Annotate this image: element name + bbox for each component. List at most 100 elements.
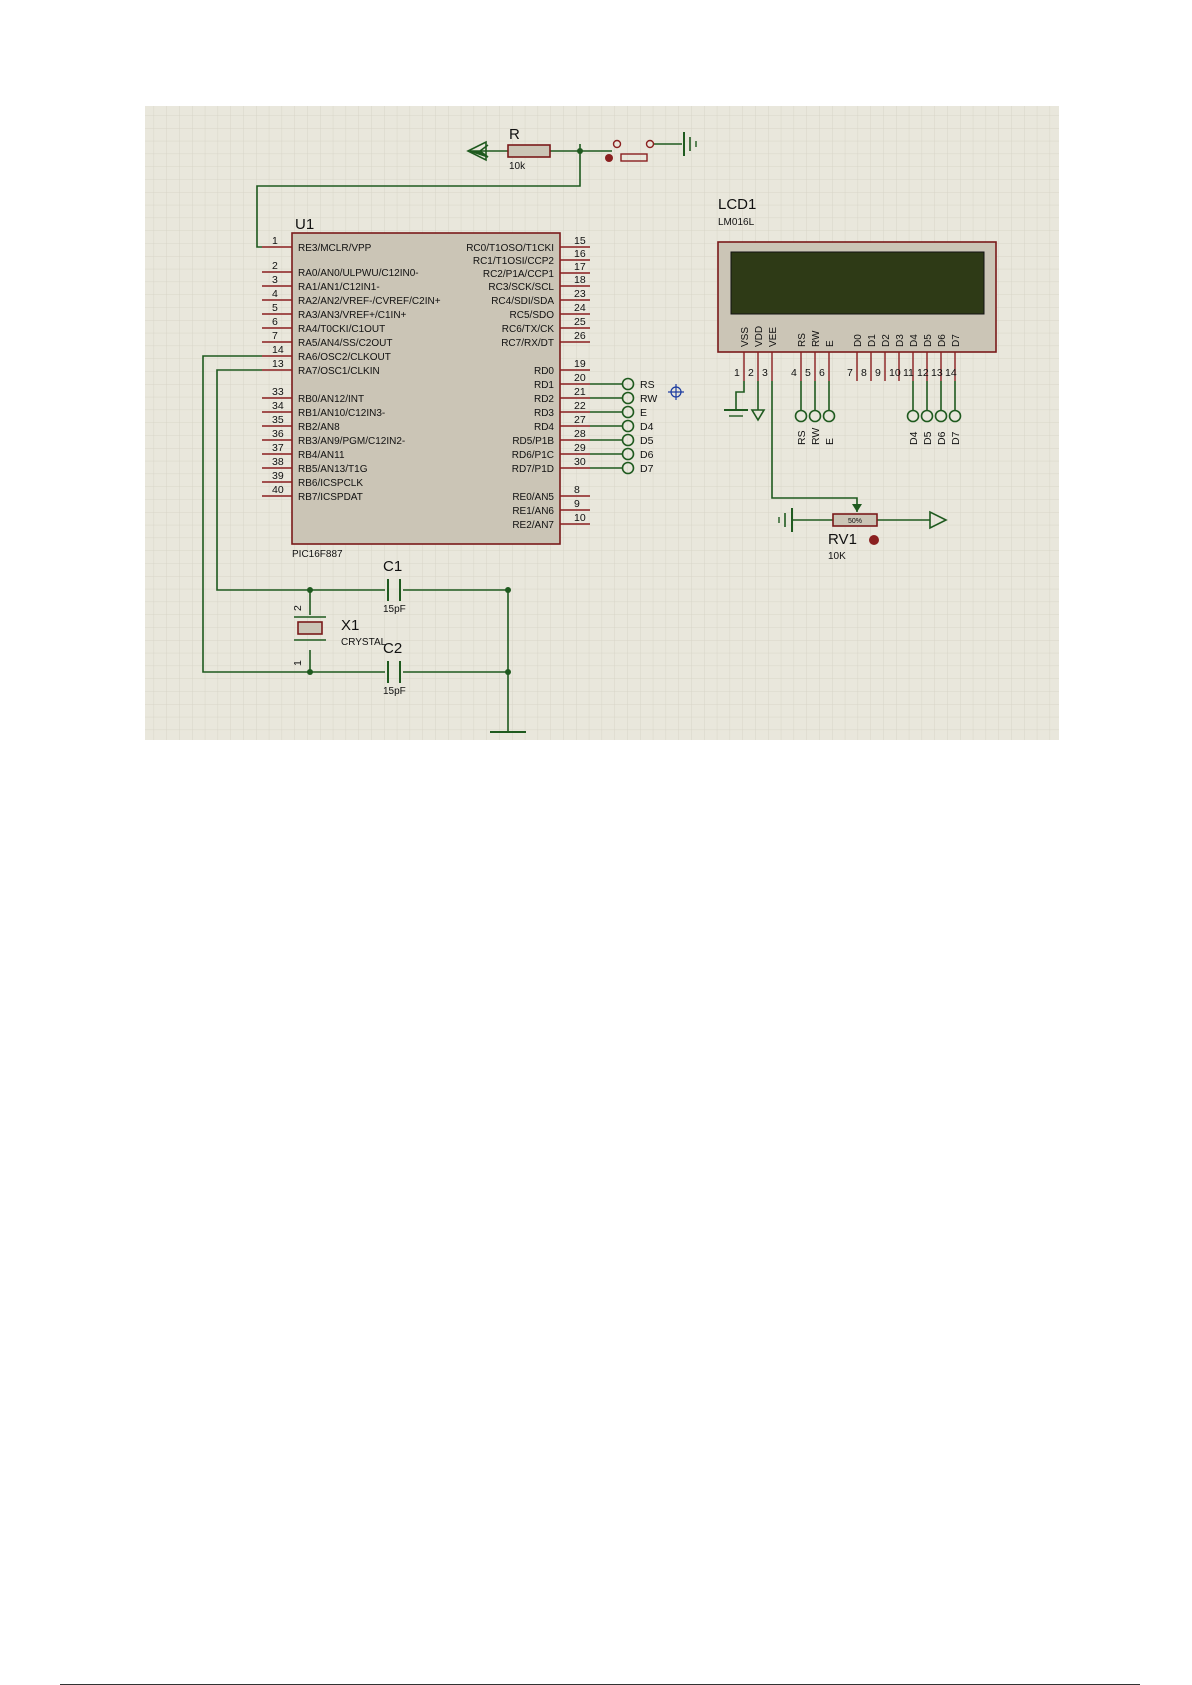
mcu-part: PIC16F887 xyxy=(292,549,343,560)
lcd-pin-label: VSS xyxy=(740,327,751,347)
lcd-pin-number: 7 xyxy=(847,367,853,379)
lcd-ref: LCD1 xyxy=(718,196,756,213)
button-actuator xyxy=(620,153,648,162)
mcu-pin-label: RB4/AN11 xyxy=(298,450,345,461)
mcu-pin-number: 36 xyxy=(272,428,284,440)
mcu-terminal-label: RS xyxy=(640,379,655,391)
lcd-terminal-label: E xyxy=(824,438,836,445)
mcu-pin-label: RE0/AN5 xyxy=(512,492,554,503)
mcu-pin-label: RB6/ICSPCLK xyxy=(298,478,363,489)
x1-ref: X1 xyxy=(341,617,359,634)
mcu-pin-number: 34 xyxy=(272,400,284,412)
mcu-terminal-d5 xyxy=(621,433,635,447)
lcd-pin-label: VEE xyxy=(768,327,779,347)
mcu-pin-number: 20 xyxy=(574,372,586,384)
lcd-terminal-label: RW xyxy=(810,428,822,445)
vdd-arrow xyxy=(750,409,766,422)
mcu-terminal-label: D5 xyxy=(640,435,654,447)
mcu-pin-number: 23 xyxy=(574,288,586,300)
mcu-pin-label: RC4/SDI/SDA xyxy=(491,296,554,307)
resistor-body xyxy=(507,144,551,158)
mcu-pin-label: RC6/TX/CK xyxy=(502,324,555,335)
junction-dot xyxy=(505,669,511,675)
mcu-terminal-d6 xyxy=(621,447,635,461)
mcu-pin-label: RC5/SDO xyxy=(510,310,555,321)
mcu-pin-label: RB0/AN12/INT xyxy=(298,394,364,405)
pot-wiper-value: 50% xyxy=(848,518,862,525)
c1-value: 15pF xyxy=(383,604,406,615)
mcu-pin-label: RB1/AN10/C12IN3- xyxy=(298,408,385,419)
lcd-pin-number: 5 xyxy=(805,367,811,379)
lcd-pin-label: D7 xyxy=(951,334,962,347)
mcu-pin-label: RE1/AN6 xyxy=(512,506,554,517)
mcu-terminal-label: D4 xyxy=(640,421,654,433)
mcu-pin-number: 15 xyxy=(574,235,586,247)
lcd-terminal-d7 xyxy=(948,409,962,423)
osc2-wire xyxy=(202,355,310,673)
x1-pin-bottom: 1 xyxy=(292,660,304,666)
mcu-pin-label: RD2 xyxy=(534,394,554,405)
mcu-terminal-d7 xyxy=(621,461,635,475)
lcd-pin-label: D0 xyxy=(853,334,864,347)
lcd-terminal-d4 xyxy=(906,409,920,423)
lcd-terminal-rs xyxy=(794,409,808,423)
resistor-value: 10k xyxy=(509,161,526,172)
mcu-pin-label: RE3/MCLR/VPP xyxy=(298,243,372,254)
mcu-pin-number: 38 xyxy=(272,456,284,468)
mcu-pin-number: 16 xyxy=(574,248,586,260)
mcu-pin-number: 22 xyxy=(574,400,586,412)
mcu-pin-label: RA4/T0CKI/C1OUT xyxy=(298,324,385,335)
mcu-pin-number: 4 xyxy=(272,288,278,300)
mcu-pin-label: RB2/AN8 xyxy=(298,422,340,433)
mcu-pin-number: 26 xyxy=(574,330,586,342)
junction-dot xyxy=(505,587,511,593)
mcu-pin-label: RC2/P1A/CCP1 xyxy=(483,269,555,280)
lcd-pin-label: D1 xyxy=(867,334,878,347)
lcd-pin-number: 1 xyxy=(734,367,740,379)
mcu-pin-label: RA6/OSC2/CLKOUT xyxy=(298,352,391,363)
lcd-terminal-rw xyxy=(808,409,822,423)
mcu-terminal-label: E xyxy=(640,407,647,419)
mcu-pin-number: 21 xyxy=(574,386,586,398)
mcu-pin-number: 39 xyxy=(272,470,284,482)
mcu-terminal-label: D7 xyxy=(640,463,654,475)
pot-value: 10K xyxy=(828,551,846,562)
lcd-pin-label: D2 xyxy=(881,334,892,347)
lcd-pin-number: 13 xyxy=(931,367,943,379)
lcd-pin-label: D5 xyxy=(923,334,934,347)
lcd-pin-label: D6 xyxy=(937,334,948,347)
mcu-terminal-rs xyxy=(621,377,635,391)
mcu-pin-number: 1 xyxy=(272,235,278,247)
lcd-terminal-label: D7 xyxy=(950,431,962,445)
button-contact xyxy=(645,139,655,149)
lcd-pin-number: 12 xyxy=(917,367,929,379)
parts: U1PIC16F8871RE3/MCLR/VPP2RA0/AN0/ULPWU/C… xyxy=(262,126,997,733)
wires xyxy=(202,143,956,732)
mcu-pin-number: 30 xyxy=(574,456,586,468)
lcd-pin-number: 11 xyxy=(903,367,914,379)
power-terminal xyxy=(466,140,487,162)
lcd-terminal-e xyxy=(822,409,836,423)
lcd-terminal-label: D5 xyxy=(922,431,934,445)
osc1-wire xyxy=(216,369,310,591)
mcu-pin-label: RB7/ICSPDAT xyxy=(298,492,363,503)
mcu-ref: U1 xyxy=(295,216,314,233)
x1-pin-top: 2 xyxy=(292,605,304,611)
mclr-wire xyxy=(256,144,581,248)
c1-ref: C1 xyxy=(383,558,402,575)
power-terminal xyxy=(929,510,948,530)
mcu-pin-label: RA1/AN1/C12IN1- xyxy=(298,282,380,293)
mcu-pin-number: 3 xyxy=(272,274,278,286)
lcd-terminal-d5 xyxy=(920,409,934,423)
lcd-pin-label: E xyxy=(825,340,836,347)
mcu-pin-number: 24 xyxy=(574,302,586,314)
c2-ref: C2 xyxy=(383,640,402,657)
mcu-terminal-label: D6 xyxy=(640,449,654,461)
resistor-ref: R xyxy=(509,126,520,143)
mcu-pin-number: 9 xyxy=(574,498,580,510)
junction-dot xyxy=(307,669,313,675)
button-contact xyxy=(612,139,622,149)
mcu-terminal-rw xyxy=(621,391,635,405)
mcu-pin-label: RC7/RX/DT xyxy=(501,338,554,349)
